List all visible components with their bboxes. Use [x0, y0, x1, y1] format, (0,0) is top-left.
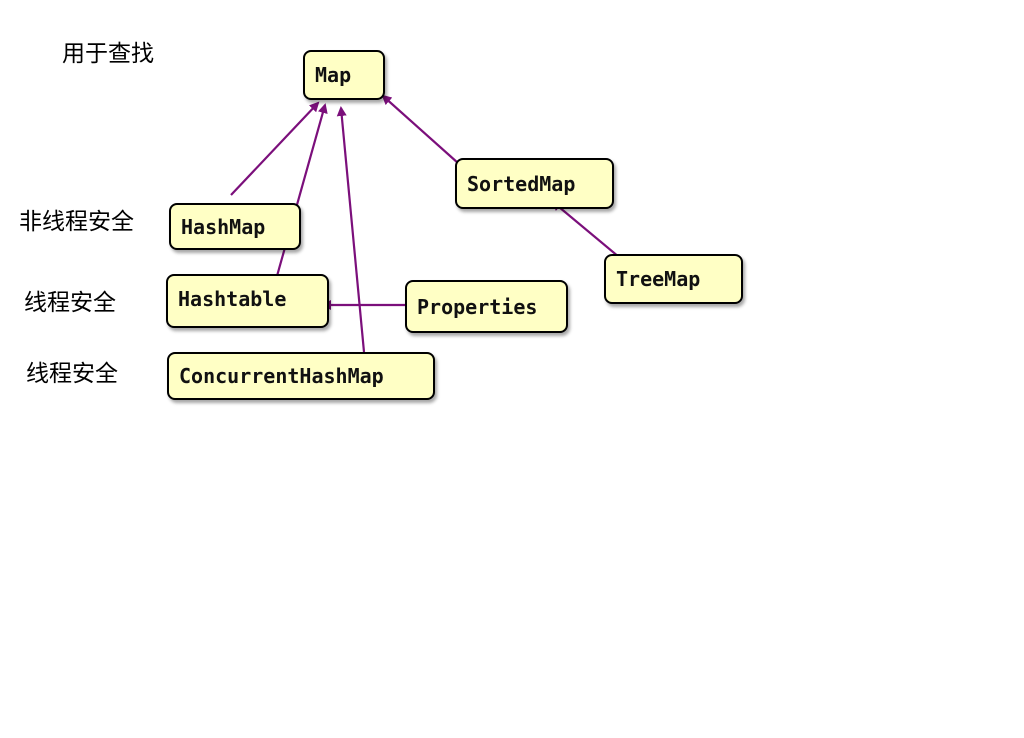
edge-sortedmap-to-map: [381, 94, 459, 164]
node-map: Map: [303, 50, 385, 100]
node-hashtable: Hashtable: [166, 274, 329, 328]
label-lookup: 用于查找: [62, 41, 154, 67]
node-properties: Properties: [405, 280, 568, 333]
label-thread-safe-concurrent: 线程安全: [26, 361, 118, 387]
label-not-thread-safe: 非线程安全: [19, 209, 134, 235]
node-tree-map: TreeMap: [604, 254, 743, 304]
edge-hashtable-to-map: [275, 103, 328, 277]
edge-hashmap-to-map: [230, 101, 320, 196]
edge-treemap-to-sortedmap: [551, 200, 620, 258]
node-hash-map: HashMap: [169, 203, 301, 250]
node-sorted-map: SortedMap: [455, 158, 614, 209]
edge-concurrenthashmap-to-map: [336, 106, 366, 353]
label-thread-safe-hashtable: 线程安全: [24, 290, 116, 316]
node-concurrent-hash-map: ConcurrentHashMap: [167, 352, 435, 400]
